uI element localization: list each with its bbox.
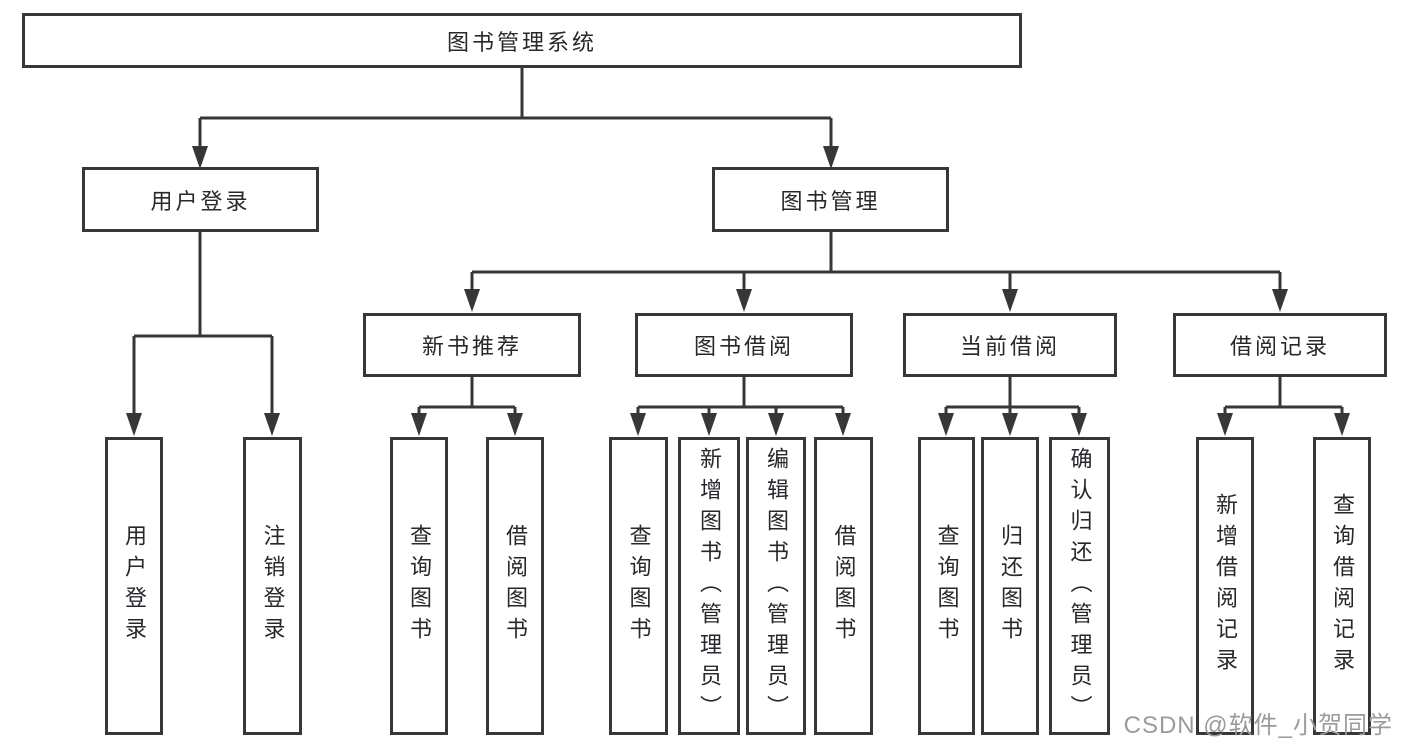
leaf-borrowing-query-books: 查询图书 [609,437,668,735]
edge-newrec-to-leaves [417,377,517,422]
leaf-current-query-books: 查询图书 [918,437,975,735]
leaf-current-return-books: 归还图书 [981,437,1039,735]
leaf-newrec-query-books-label: 查询图书 [407,524,432,648]
node-book-management-label: 图书管理 [780,188,881,214]
leaf-newrec-borrow-books: 借阅图书 [486,437,544,735]
node-book-borrowing: 图书借阅 [635,313,853,377]
node-borrowing-records-label: 借阅记录 [1229,334,1330,359]
leaf-borrowing-add-books-admin-label: 新增图书（管理员） [697,446,722,726]
node-new-book-recommend-label: 新书推荐 [421,334,522,359]
node-root-system-label: 图书管理系统 [446,29,597,55]
node-root-system: 图书管理系统 [22,13,1022,68]
edge-records-to-leaves [1223,377,1344,422]
leaf-user-login-label: 用户登录 [122,524,147,648]
leaf-records-add-record-label: 新增借阅记录 [1213,493,1238,679]
leaf-logout: 注销登录 [243,437,302,735]
leaf-current-query-books-label: 查询图书 [934,524,960,648]
edge-root-to-level2 [198,68,833,158]
csdn-watermark: CSDN @软件_小贺同学 [1123,712,1393,739]
leaf-borrowing-borrow-books: 借阅图书 [814,437,873,735]
edge-userlogin-to-leaves [132,232,274,420]
leaf-borrowing-add-books-admin: 新增图书（管理员） [678,437,740,735]
leaf-user-login: 用户登录 [105,437,163,735]
node-borrowing-records: 借阅记录 [1173,313,1387,377]
node-book-management: 图书管理 [712,167,949,232]
leaf-borrowing-query-books-label: 查询图书 [626,524,652,648]
leaf-borrowing-edit-books-admin-label: 编辑图书（管理员） [764,446,789,726]
leaf-current-confirm-return-admin: 确认归还（管理员） [1049,437,1110,735]
leaf-records-add-record: 新增借阅记录 [1196,437,1254,735]
leaf-records-query-record: 查询借阅记录 [1313,437,1371,735]
node-user-login: 用户登录 [82,167,319,232]
leaf-newrec-borrow-books-label: 借阅图书 [503,524,528,648]
leaf-newrec-query-books: 查询图书 [390,437,448,735]
node-new-book-recommend: 新书推荐 [363,313,581,377]
leaf-logout-label: 注销登录 [260,524,286,648]
edge-borrowing-to-leaves [636,377,845,422]
leaf-current-confirm-return-admin-label: 确认归还（管理员） [1067,446,1093,726]
node-book-borrowing-label: 图书借阅 [693,334,794,359]
leaf-records-query-record-label: 查询借阅记录 [1330,493,1355,679]
leaf-borrowing-borrow-books-label: 借阅图书 [831,524,857,648]
edge-bookmgmt-to-level3 [470,232,1282,300]
node-user-login-label: 用户登录 [150,188,251,214]
arrowheads [126,146,1350,436]
leaf-borrowing-edit-books-admin: 编辑图书（管理员） [746,437,806,735]
node-current-borrowing: 当前借阅 [903,313,1117,377]
leaf-current-return-books-label: 归还图书 [998,524,1023,648]
node-current-borrowing-label: 当前借阅 [959,334,1060,359]
